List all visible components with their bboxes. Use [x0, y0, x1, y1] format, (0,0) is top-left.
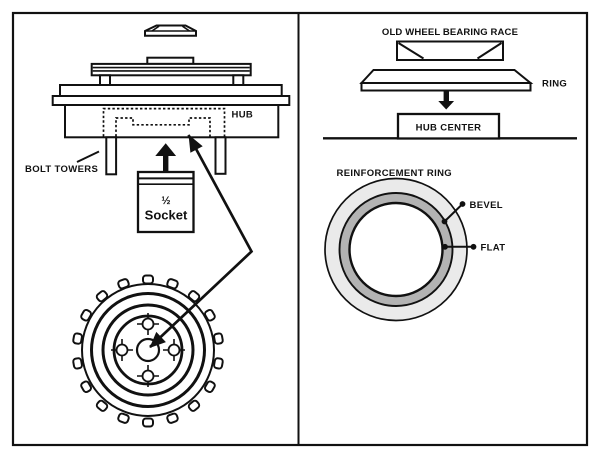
dust-cap-bevel-right — [182, 25, 190, 32]
reinforcement-ring-label: REINFORCEMENT RING — [337, 168, 453, 179]
bevel-leader: BEVEL — [441, 200, 503, 225]
right-panel: OLD WHEEL BEARING RACE RING HUB CENTER R… — [323, 27, 577, 322]
bolt-hole-left — [115, 343, 129, 357]
reinforcement-ring-inner — [348, 201, 444, 298]
bolt-towers-drawing — [105, 136, 227, 176]
socket-drawing: ½ Socket — [136, 170, 195, 234]
bearing-race-drawing — [396, 40, 504, 61]
wheel-lug — [72, 332, 83, 345]
wheel-lug — [142, 417, 154, 428]
pointer-arrow-head-bottom — [149, 331, 166, 348]
bolt-tower-right — [214, 136, 227, 175]
down-arrow-head — [438, 101, 455, 110]
bolt-towers-pointer-line — [76, 150, 100, 163]
bevel-leader-dot — [441, 218, 448, 225]
old-wheel-bearing-race-label: OLD WHEEL BEARING RACE — [382, 27, 518, 38]
bevel-leader-dot — [459, 201, 466, 207]
bolt-hole-top — [141, 317, 155, 331]
wheel-circle-2 — [90, 292, 206, 408]
wheel-lug — [117, 412, 130, 424]
socket-body — [136, 170, 195, 234]
race-bevel-right — [476, 42, 503, 60]
hub-body — [64, 104, 280, 139]
bearing-plate — [90, 62, 252, 77]
reinforcement-ring-drawing — [324, 177, 468, 322]
wheel-lug — [95, 399, 109, 412]
wheel-lug — [213, 332, 224, 345]
flat-leader-dot — [442, 243, 448, 250]
wheel-lug — [80, 380, 92, 393]
wheel-lug — [72, 357, 83, 370]
pointer-arrow — [149, 134, 254, 348]
support-left — [99, 74, 111, 87]
hub-center-box: HUB CENTER — [396, 112, 501, 140]
dust-cap-bevel-left — [151, 25, 160, 32]
hub-label: HUB — [232, 110, 254, 121]
hub-hidden-outline — [102, 107, 226, 137]
dust-cap-drawing — [144, 24, 197, 37]
wheel-lug — [213, 357, 224, 370]
bolt-hole-bottom — [141, 369, 155, 383]
bevel-label: BEVEL — [470, 200, 503, 211]
hub-cavity-outer-dotted — [102, 107, 226, 137]
bolt-towers-label: BOLT TOWERS — [25, 164, 98, 175]
up-arrow — [155, 143, 177, 171]
bevel-leader-line — [443, 203, 464, 223]
pointer-arrow-head-top — [188, 134, 203, 153]
wheel-circle-3 — [101, 303, 195, 397]
wheel-lug — [142, 274, 154, 285]
bolt-tower-left — [105, 136, 118, 176]
socket-fraction-label: ½ — [161, 195, 170, 207]
race-bevel-left — [397, 42, 425, 60]
wheel-lug — [166, 412, 179, 424]
hub-center-outline — [396, 112, 501, 140]
bolt-hole-right — [167, 343, 181, 357]
base-plate — [51, 95, 291, 106]
down-arrow-shaft — [443, 91, 449, 102]
up-arrow-shaft — [163, 155, 169, 171]
ring-plate-top-face — [359, 69, 534, 84]
wheel-lug — [187, 399, 201, 412]
ring-plate-front-face — [360, 82, 532, 92]
wheel-lugs — [72, 274, 224, 428]
hub-center-label: HUB CENTER — [416, 123, 482, 134]
socket-label: Socket — [145, 208, 188, 223]
race-outline — [396, 40, 504, 61]
flat-leader: FLAT — [442, 243, 505, 254]
up-arrow-head — [155, 143, 177, 156]
wheel-bolt-holes — [111, 313, 185, 387]
flat-leader-dot — [470, 243, 477, 250]
left-panel: HUB BOLT TOWERS ½ Socket — [25, 24, 291, 428]
ring-plate-drawing — [359, 69, 534, 92]
wheel-lug — [204, 380, 216, 393]
pointer-arrow-line — [149, 134, 254, 348]
down-arrow — [438, 91, 455, 110]
flat-label: FLAT — [481, 243, 506, 254]
ring-label: RING — [542, 79, 567, 90]
support-right — [232, 74, 245, 87]
hub-cavity-inner-dotted — [115, 117, 211, 137]
flange-plate — [59, 84, 283, 97]
hub-assembly-drawing — [51, 56, 291, 139]
